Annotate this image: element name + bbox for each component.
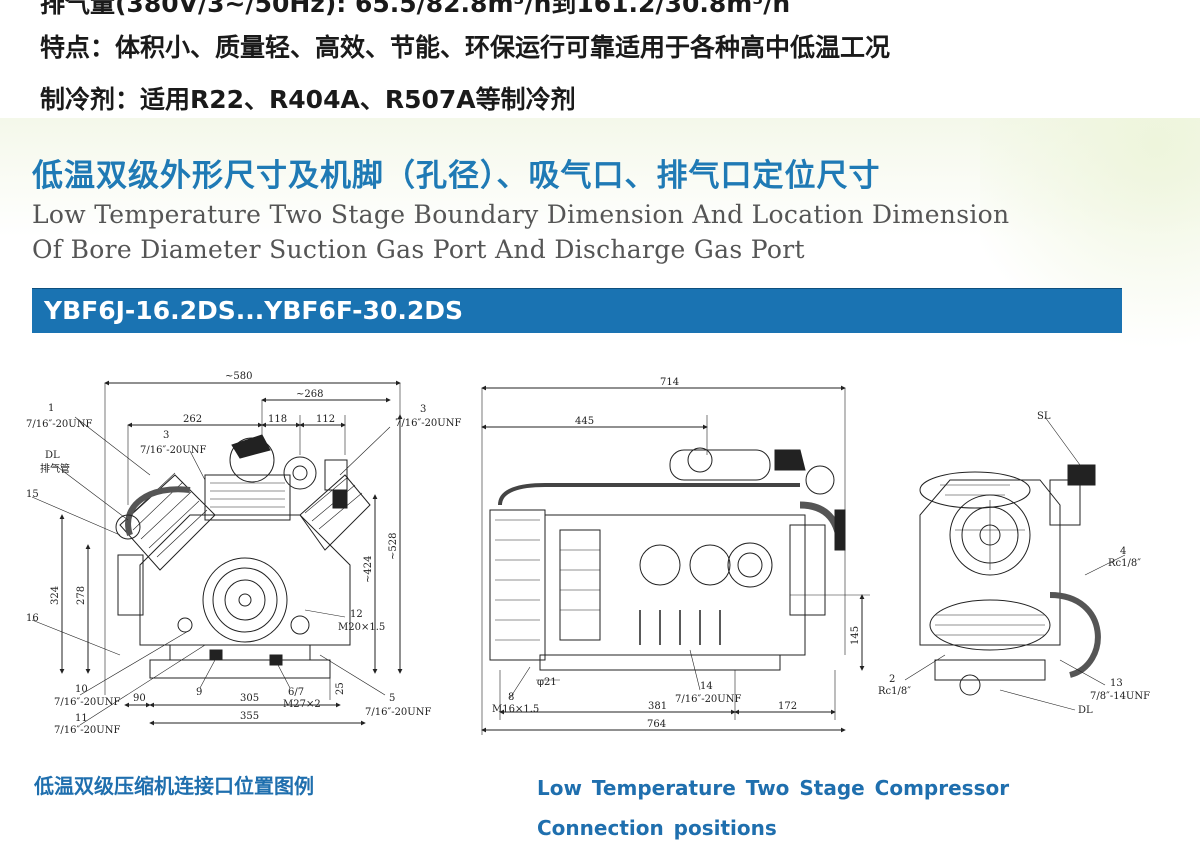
callout-8-text: M16×1.5 xyxy=(492,704,539,715)
dim-305: 305 xyxy=(240,693,259,704)
dim-324: 324 xyxy=(50,586,61,605)
dim-262: 262 xyxy=(183,414,202,425)
callout-1-text: 7/16″-20UNF xyxy=(26,419,92,430)
end-body xyxy=(919,479,1061,646)
callout-2-num: 2 xyxy=(889,674,895,685)
callout-67-num: 6/7 xyxy=(288,687,304,698)
side-view xyxy=(481,385,870,735)
dim-355: 355 xyxy=(240,711,259,722)
end-valve-block xyxy=(1049,479,1081,526)
front-gauge xyxy=(115,514,141,540)
callout-12-num: 12 xyxy=(350,609,363,620)
dim-528: ~528 xyxy=(388,533,399,560)
front-top-head xyxy=(204,474,291,521)
callout-67-text: M27×2 xyxy=(283,699,321,710)
dim-445: 445 xyxy=(575,416,594,427)
side-head-1 xyxy=(639,544,681,586)
model-bar: YBF6J-16.2DS...YBF6F-30.2DS xyxy=(32,288,1122,333)
front-base-upper xyxy=(169,644,311,661)
callout-4-text: Rc1/8″ xyxy=(1108,558,1141,569)
section-title-cn: 低温双级外形尺寸及机脚（孔径）、吸气口、排气口定位尺寸 xyxy=(32,158,881,194)
side-top-receiver xyxy=(669,449,771,481)
callout-14-text: 7/16″-20UNF xyxy=(675,694,741,705)
dim-90: 90 xyxy=(133,693,146,704)
front-view-labels: ~580 ~268 262 118 112 324 278 ~424 ~528 … xyxy=(26,371,461,736)
callout-sl: SL xyxy=(1037,411,1051,422)
callout-3b-num: 3 xyxy=(420,404,426,415)
dim-764: 764 xyxy=(647,719,666,730)
front-view xyxy=(31,380,403,726)
callout-12-text: M20×1.5 xyxy=(338,622,385,633)
callout-dl-text: 排气管 xyxy=(40,462,70,475)
dim-25: 25 xyxy=(335,682,346,695)
dim-424: ~424 xyxy=(363,556,374,583)
side-base xyxy=(539,654,781,671)
features-line: 特点：体积小、质量轻、高效、节能、环保运行可靠适用于各种高中低温工况 xyxy=(40,33,891,62)
dim-268: ~268 xyxy=(296,389,323,400)
dim-145: 145 xyxy=(850,626,861,645)
front-cylinder-right xyxy=(299,474,371,551)
dim-172: 172 xyxy=(778,701,797,712)
side-head-3 xyxy=(727,542,773,588)
front-valve xyxy=(283,456,317,490)
callout-10-text: 7/16″-20UNF xyxy=(54,697,120,708)
technical-drawings: ~580 ~268 262 118 112 324 278 ~424 ~528 … xyxy=(26,371,1150,736)
end-base xyxy=(934,659,1046,681)
dim-overall-width: ~580 xyxy=(225,371,252,382)
side-head-2 xyxy=(689,544,731,586)
dim-phi21: φ21 xyxy=(537,677,557,688)
caption-cn: 低温双级压缩机连接口位置图例 xyxy=(34,774,314,798)
dim-714: 714 xyxy=(660,377,679,388)
section-title-en-2: Of Bore Diameter Suction Gas Port And Di… xyxy=(32,235,805,264)
callout-9: 9 xyxy=(196,687,202,698)
spec-cut-line: 排气量(380V/3~/50Hz): 65.5/82.8m³/h到161.2/3… xyxy=(40,0,791,18)
end-view xyxy=(904,416,1126,711)
callout-4-num: 4 xyxy=(1120,546,1126,557)
callout-10-num: 10 xyxy=(75,684,88,695)
callout-11-num: 11 xyxy=(75,713,88,724)
side-main-body xyxy=(544,514,806,656)
callout-5-num: 5 xyxy=(389,693,395,704)
side-view-labels: 714 445 145 φ21 381 172 764 8 M16×1.5 14… xyxy=(492,377,861,730)
callout-14-num: 14 xyxy=(700,681,713,692)
side-motor-end xyxy=(489,509,546,661)
callout-5-text: 7/16″-20UNF xyxy=(365,707,431,718)
callout-11-text: 7/16″-20UNF xyxy=(54,725,120,736)
dim-381: 381 xyxy=(648,701,667,712)
refrigerant-line: 制冷剂：适用R22、R404A、R507A等制冷剂 xyxy=(40,85,576,114)
callout-1-num: 1 xyxy=(48,403,54,414)
callout-3b-text: 7/16″-20UNF xyxy=(395,418,461,429)
callout-dl-num: DL xyxy=(45,450,60,461)
callout-15: 15 xyxy=(26,489,39,500)
caption-en: Low Temperature Two Stage Compressor Con… xyxy=(537,776,1010,840)
section-title-en-1: Low Temperature Two Stage Boundary Dimen… xyxy=(32,200,1010,229)
dim-112: 112 xyxy=(316,414,335,425)
callout-2-text: Rc1/8″ xyxy=(878,686,911,697)
model-label: YBF6J-16.2DS...YBF6F-30.2DS xyxy=(44,296,463,325)
front-bearing-cover xyxy=(202,557,288,643)
callout-dl-end: DL xyxy=(1078,705,1093,716)
end-view-labels: SL 4 Rc1/8″ 2 Rc1/8″ 13 7/8″-14UNF DL xyxy=(878,411,1150,716)
callout-3a-text: 7/16″-20UNF xyxy=(140,445,206,456)
callout-13-num: 13 xyxy=(1110,678,1123,689)
background-wash-corner xyxy=(980,118,1200,378)
dim-118: 118 xyxy=(268,414,287,425)
callout-8-num: 8 xyxy=(508,692,514,703)
callout-13-text: 7/8″-14UNF xyxy=(1090,691,1150,702)
callout-16: 16 xyxy=(26,613,39,624)
dim-278: 278 xyxy=(76,586,87,605)
callout-3a-num: 3 xyxy=(163,430,169,441)
